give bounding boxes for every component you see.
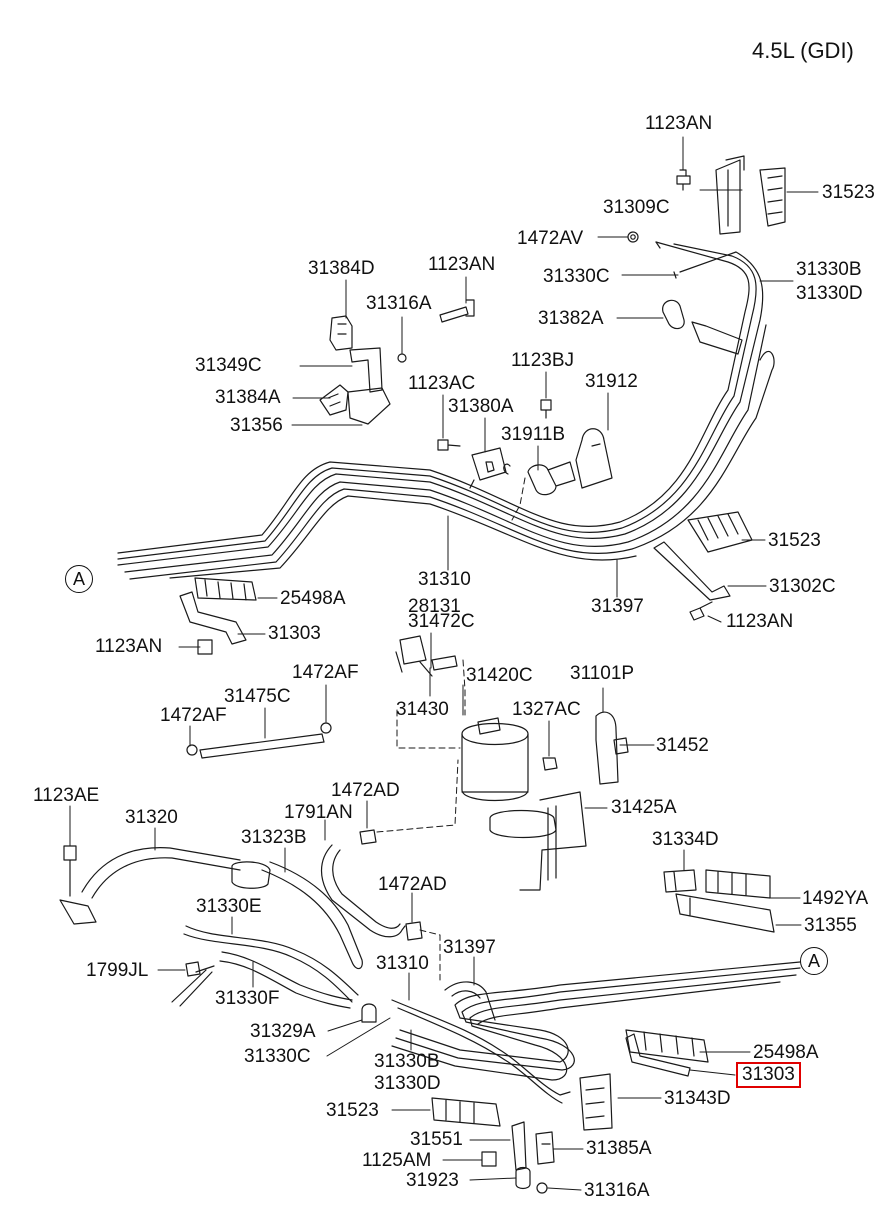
part-label-31397-top: 31397 bbox=[591, 596, 644, 617]
small-parts bbox=[60, 156, 785, 1193]
part-label-1472AV: 1472AV bbox=[517, 228, 584, 249]
part-label-1472AD-a: 1472AD bbox=[331, 780, 400, 801]
part-label-31397-bot: 31397 bbox=[443, 937, 496, 958]
part-label-1123AN-left: 1123AN bbox=[95, 636, 163, 657]
part-label-25498A-top: 25498A bbox=[280, 588, 346, 609]
hoses bbox=[82, 734, 405, 1008]
part-label-31912: 31912 bbox=[585, 371, 638, 392]
part-label-31303-top: 31303 bbox=[268, 623, 321, 644]
dashed-connections bbox=[377, 478, 525, 980]
part-label-1123AN-mid: 1123AN bbox=[428, 254, 496, 275]
part-label-31523-top: 31523 bbox=[822, 182, 875, 203]
part-label-31923: 31923 bbox=[406, 1170, 459, 1191]
part-label-31101P: 31101P bbox=[570, 663, 635, 684]
part-label-31472C: 31472C bbox=[408, 611, 475, 632]
part-label-31303-bot-highlighted[interactable]: 31303 bbox=[736, 1062, 801, 1088]
part-label-31330C-top: 31330C bbox=[543, 266, 610, 287]
part-label-31330E: 31330E bbox=[196, 896, 262, 917]
part-label-31475C: 31475C bbox=[224, 686, 291, 707]
part-label-1327AC: 1327AC bbox=[512, 699, 581, 720]
part-label-31302C: 31302C bbox=[769, 576, 836, 597]
connector-a-left: A bbox=[65, 565, 93, 593]
part-label-31382A: 31382A bbox=[538, 308, 604, 329]
part-label-1125AM: 1125AM bbox=[362, 1150, 432, 1171]
part-label-31430: 31430 bbox=[396, 699, 449, 720]
part-label-31452: 31452 bbox=[656, 735, 709, 756]
engine-label: 4.5L (GDI) bbox=[752, 38, 854, 63]
part-label-1492YA: 1492YA bbox=[802, 888, 869, 909]
part-label-31420C: 31420C bbox=[466, 665, 533, 686]
part-label-31330B-bot: 31330B bbox=[374, 1051, 440, 1072]
part-label-31316A-bot: 31316A bbox=[584, 1180, 650, 1201]
part-label-1472AF-a: 1472AF bbox=[292, 662, 359, 683]
part-label-31425A: 31425A bbox=[611, 797, 677, 818]
part-label-31349C: 31349C bbox=[195, 355, 262, 376]
part-label-31310-top: 31310 bbox=[418, 569, 471, 590]
part-label-31343D: 31343D bbox=[664, 1088, 731, 1109]
part-label-1791AN: 1791AN bbox=[284, 802, 353, 823]
part-label-31330D-bot: 31330D bbox=[374, 1073, 441, 1094]
part-label-31329A: 31329A bbox=[250, 1021, 316, 1042]
part-label-31911B: 31911B bbox=[501, 424, 566, 445]
part-label-31380A: 31380A bbox=[448, 396, 514, 417]
part-label-31309C: 31309C bbox=[603, 197, 670, 218]
part-label-31330B-top: 31330B bbox=[796, 259, 862, 280]
part-label-1472AF-b: 1472AF bbox=[160, 705, 227, 726]
leader-lines bbox=[70, 137, 818, 1190]
part-label-31523-mid: 31523 bbox=[768, 530, 821, 551]
part-label-31355: 31355 bbox=[804, 915, 857, 936]
part-label-31385A: 31385A bbox=[586, 1138, 652, 1159]
connector-a-right: A bbox=[800, 947, 828, 975]
part-label-31356: 31356 bbox=[230, 415, 283, 436]
part-label-31330F: 31330F bbox=[215, 988, 280, 1009]
part-label-1799JL: 1799JL bbox=[86, 960, 149, 981]
part-label-31330D-top: 31330D bbox=[796, 283, 863, 304]
part-label-1123AN-top: 1123AN bbox=[645, 113, 713, 134]
part-label-31523-bot: 31523 bbox=[326, 1100, 379, 1121]
part-label-1123AN-right: 1123AN bbox=[726, 611, 794, 632]
part-label-1123AC: 1123AC bbox=[408, 373, 476, 394]
upper-fuel-lines bbox=[118, 242, 774, 579]
part-label-1123BJ: 1123BJ bbox=[511, 350, 575, 371]
part-label-1472AD-b: 1472AD bbox=[378, 874, 447, 895]
part-label-25498A-bot: 25498A bbox=[753, 1042, 819, 1063]
part-label-31551: 31551 bbox=[410, 1129, 463, 1150]
part-label-31316A-top: 31316A bbox=[366, 293, 432, 314]
part-label-31330C-bot: 31330C bbox=[244, 1046, 311, 1067]
part-label-28131: 28131 bbox=[408, 596, 461, 617]
part-label-31384A: 31384A bbox=[215, 387, 281, 408]
part-label-31384D: 31384D bbox=[308, 258, 375, 279]
part-label-31310-bot: 31310 bbox=[376, 953, 429, 974]
part-label-1123AE: 1123AE bbox=[33, 785, 100, 806]
part-label-31320: 31320 bbox=[125, 807, 178, 828]
part-label-31323B: 31323B bbox=[241, 827, 307, 848]
lower-fuel-lines bbox=[392, 962, 800, 1103]
part-label-31334D: 31334D bbox=[652, 829, 719, 850]
